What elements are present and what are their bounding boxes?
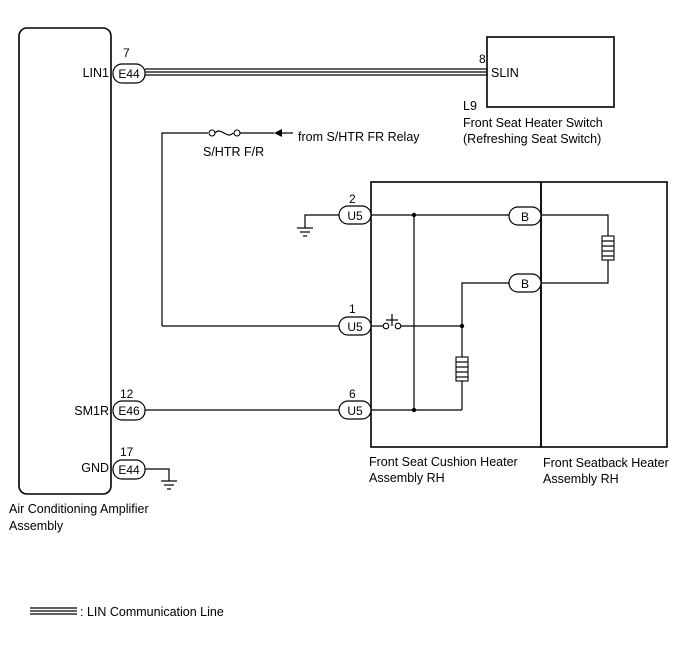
connector-b-top xyxy=(508,206,542,226)
switch-code: L9 xyxy=(463,99,477,113)
cushion-name-line1: Front Seat Cushion Heater xyxy=(369,455,518,469)
pin-lin1: 7 xyxy=(123,46,130,60)
ac-amp-name-line2: Assembly xyxy=(9,519,64,533)
connector-e44-lin-label: E44 xyxy=(118,67,140,81)
pin-gnd: 17 xyxy=(120,445,134,459)
lin-communication-line xyxy=(145,68,487,76)
connector-e46 xyxy=(112,400,146,421)
ground-icon xyxy=(145,468,177,490)
u5-pin-2: 2 xyxy=(349,192,356,206)
connector-u5-c-label: U5 xyxy=(347,404,363,418)
u5-pin-6: 6 xyxy=(349,387,356,401)
connector-e46-label: E46 xyxy=(118,404,140,418)
switch-pin: 8 xyxy=(479,52,486,66)
terminal-gnd: GND xyxy=(81,461,109,475)
switch-name-line2: (Refreshing Seat Switch) xyxy=(463,132,601,146)
seatback-internal-wiring xyxy=(541,214,615,284)
seatback-heater-box xyxy=(540,181,668,448)
connector-b-bottom-label: B xyxy=(521,277,529,291)
connector-e44-lin xyxy=(112,63,146,84)
seat-heater-switch-box xyxy=(486,36,615,108)
arrow-icon xyxy=(274,129,282,137)
connector-u5-a-label: U5 xyxy=(347,209,363,223)
ground-wire-u5 xyxy=(297,214,339,237)
connector-u5-b-label: U5 xyxy=(347,320,363,334)
legend-lin-line xyxy=(30,607,77,615)
fuse-circuit xyxy=(161,129,293,326)
terminal-sm1r: SM1R xyxy=(74,404,109,418)
ac-amplifier-box xyxy=(18,27,112,495)
seatback-name-line2: Assembly RH xyxy=(543,472,619,486)
switch-name-line1: Front Seat Heater Switch xyxy=(463,116,603,130)
terminal-lin1: LIN1 xyxy=(83,66,109,80)
pin-sm1r: 12 xyxy=(120,387,134,401)
switch-terminal-slin: SLIN xyxy=(491,66,519,80)
connector-b-top-label: B xyxy=(521,210,529,224)
seatback-name-line1: Front Seatback Heater xyxy=(543,456,669,470)
cushion-internal-wiring xyxy=(371,212,509,413)
cushion-name-line2: Assembly RH xyxy=(369,471,445,485)
fuse-label: S/HTR F/R xyxy=(203,145,264,159)
fuse-source: from S/HTR FR Relay xyxy=(298,130,420,144)
u5-pin-1: 1 xyxy=(349,302,356,316)
legend-text: : LIN Communication Line xyxy=(80,605,224,619)
ac-amp-name-line1: Air Conditioning Amplifier xyxy=(9,502,149,516)
connector-e44-gnd-label: E44 xyxy=(118,463,140,477)
